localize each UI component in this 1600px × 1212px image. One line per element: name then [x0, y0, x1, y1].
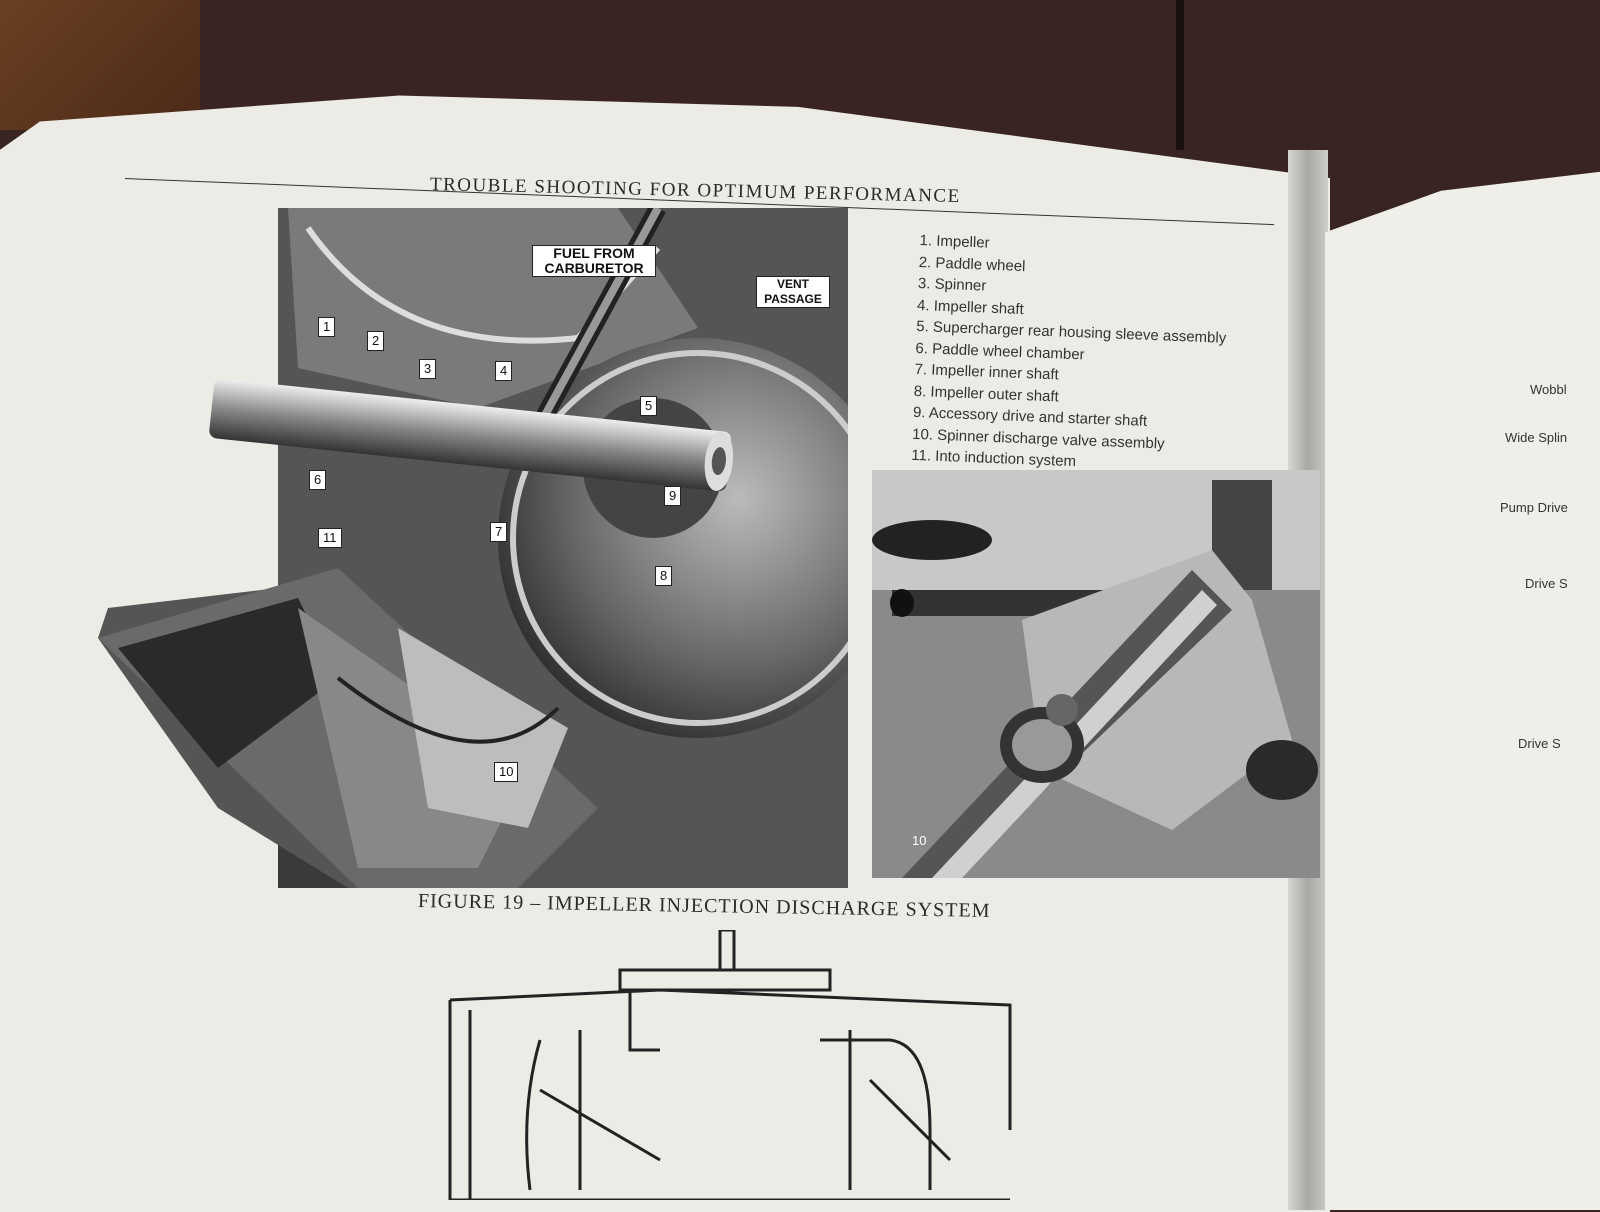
- wooden-table-corner: [0, 0, 200, 130]
- callout-6: 6: [309, 470, 327, 490]
- label-fuel-from-carburetor: FUEL FROM CARBURETOR: [532, 245, 656, 277]
- facing-page-label: Wide Splin: [1505, 430, 1568, 445]
- detail-callout-10: 10: [912, 833, 927, 848]
- fuel-line-diagram: [448, 930, 1012, 1200]
- callout-7: 7: [490, 522, 508, 542]
- callout-4: 4: [495, 361, 513, 381]
- callout-5: 5: [640, 396, 658, 416]
- callout-10: 10: [494, 762, 519, 782]
- label-vent-passage: VENT PASSAGE: [756, 276, 830, 308]
- facing-page-label: Drive S: [1518, 736, 1561, 751]
- callout-3: 3: [419, 359, 437, 379]
- callout-1: 1: [318, 317, 336, 337]
- callout-11: 11: [318, 528, 342, 548]
- facing-page-label: Drive S: [1525, 576, 1568, 591]
- callout-2: 2: [367, 331, 385, 351]
- figure-legend: 1. Impeller 2. Paddle wheel 3. Spinner 4…: [911, 230, 1230, 478]
- table-seam: [1176, 0, 1184, 150]
- facing-page-label: Wobbl: [1530, 382, 1567, 397]
- callout-8: 8: [655, 566, 673, 586]
- facing-page-label: Pump Drive: [1500, 500, 1568, 515]
- book-right-page: [1325, 170, 1600, 1210]
- discharge-valve-detail-illustration: [872, 470, 1320, 878]
- callout-9: 9: [664, 486, 682, 506]
- impeller-cutaway-illustration: [98, 208, 848, 888]
